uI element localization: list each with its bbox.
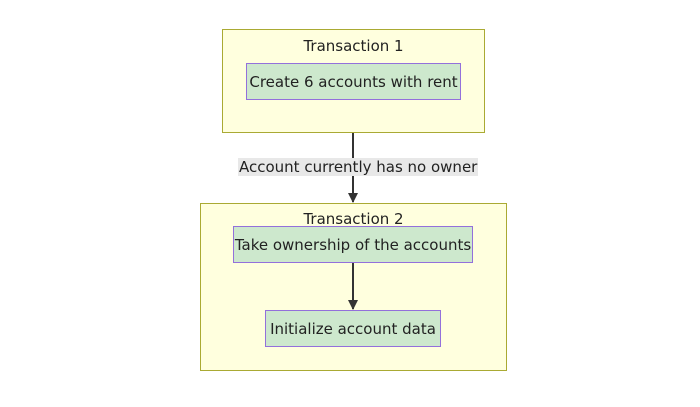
edge-label-no-owner: Account currently has no owner bbox=[238, 158, 479, 176]
node-create-accounts: Create 6 accounts with rent bbox=[246, 63, 461, 100]
transaction-2-title: Transaction 2 bbox=[303, 210, 404, 228]
transaction-1-title: Transaction 1 bbox=[303, 37, 404, 55]
node-take-ownership: Take ownership of the accounts bbox=[233, 226, 473, 263]
node-initialize-data: Initialize account data bbox=[265, 310, 441, 347]
